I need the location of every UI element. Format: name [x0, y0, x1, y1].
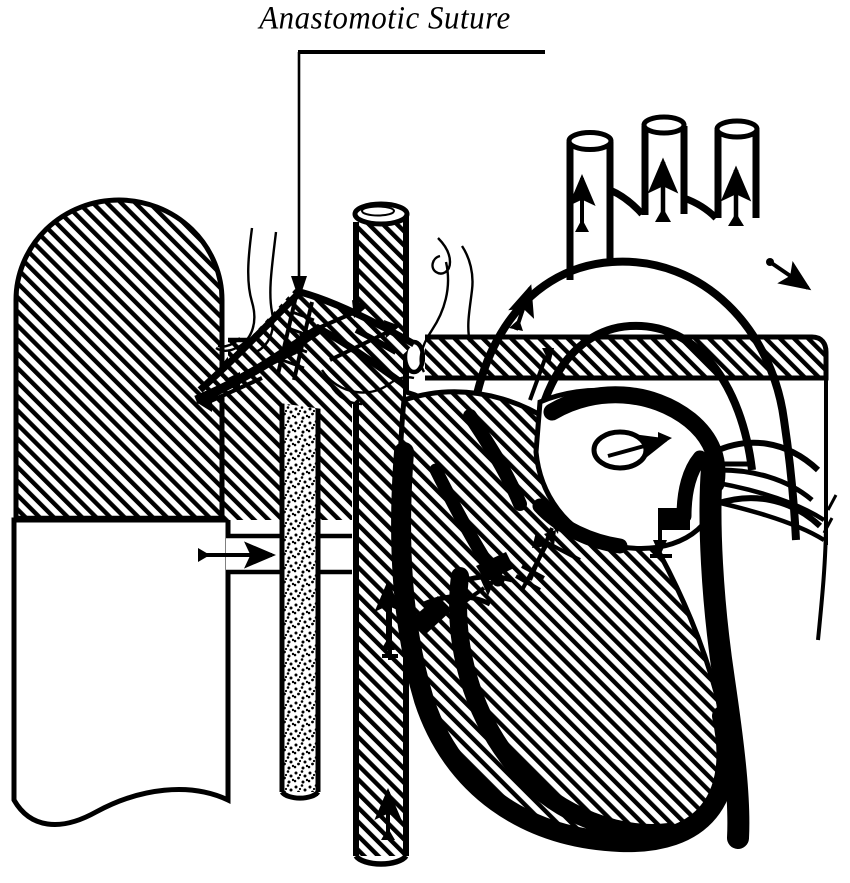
label-leader-line	[291, 50, 545, 300]
arrow-branch-3-flow	[720, 165, 752, 226]
arrow-graft-in-2	[329, 320, 400, 362]
arrow-descending-aorta-flow	[766, 258, 812, 291]
arrow-ivc-flow	[374, 788, 402, 840]
pulmonary-veins	[712, 439, 823, 529]
branch-left-common-carotid	[641, 114, 719, 221]
arrow-branch-2-flow	[647, 157, 679, 222]
arrow-graft-out-2	[196, 376, 263, 412]
myocardium-wall	[391, 442, 737, 853]
branch-left-subclavian	[714, 118, 760, 218]
arrow-branch-1-flow	[568, 174, 596, 232]
arrow-channel-flow	[198, 541, 276, 569]
pulmonary-artery	[278, 352, 322, 801]
arrow-aorta-root-flow	[528, 348, 554, 401]
arrow-rv-flow	[382, 588, 398, 660]
right-pleural-border	[816, 378, 828, 641]
lung-upper-left	[13, 197, 225, 521]
descending-aorta	[699, 457, 750, 849]
foramen-ovale	[591, 429, 672, 471]
arrow-rv-outflow	[448, 578, 494, 614]
inferior-vena-cava-cut-end	[353, 854, 409, 867]
arrow-graft-out-1	[224, 350, 297, 390]
arrow-ascending-aorta-flow	[508, 284, 535, 331]
nerve-fibers	[215, 227, 474, 406]
tricuspid-valve	[410, 552, 514, 634]
branch-brachiocephalic	[566, 130, 645, 280]
anastomotic-suture	[276, 295, 315, 381]
arrow-septum-flow	[521, 518, 560, 581]
lung-lower-left	[11, 517, 231, 827]
arrow-graft-in-1	[299, 300, 368, 338]
pleural-dash-marks	[822, 494, 838, 534]
arrow-mitral-flow	[650, 508, 672, 558]
